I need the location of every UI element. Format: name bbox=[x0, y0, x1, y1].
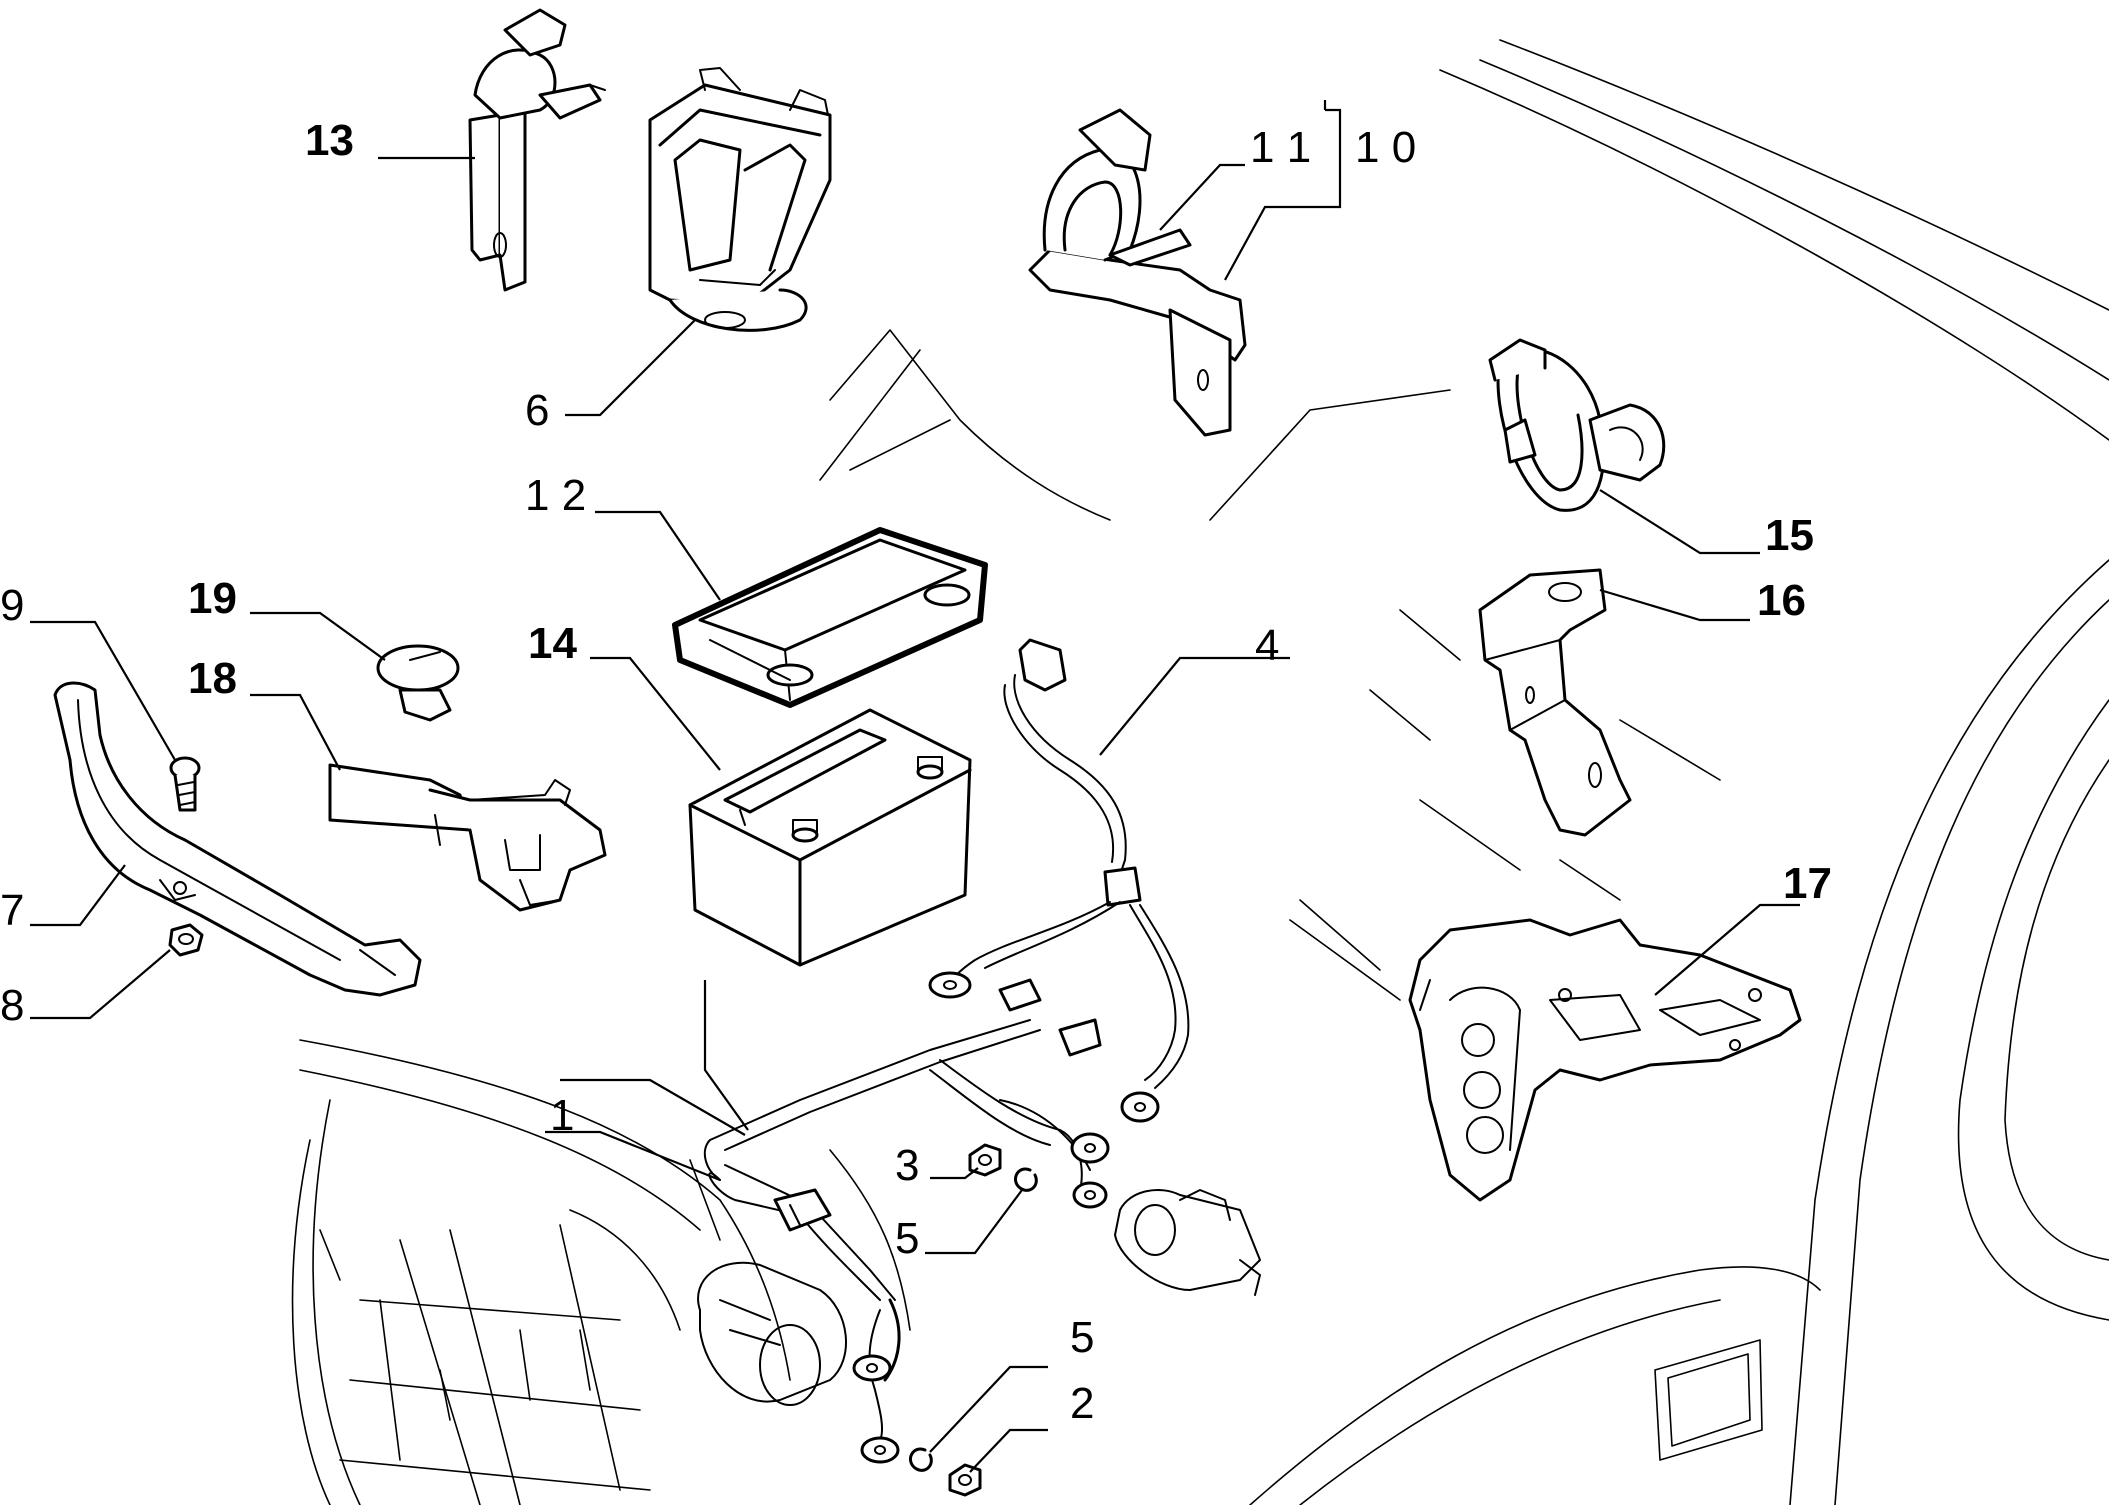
starter-motor bbox=[697, 1261, 847, 1406]
callout-14: 14 bbox=[528, 619, 577, 668]
callout-9: 9 bbox=[0, 581, 24, 630]
leader-15 bbox=[1599, 489, 1760, 555]
leader-10-bracket bbox=[1224, 108, 1342, 281]
leader-12 bbox=[595, 510, 721, 601]
part-8-nut bbox=[168, 923, 204, 957]
part-15-cable-clip bbox=[1488, 338, 1666, 512]
callout-8: 8 bbox=[0, 981, 24, 1030]
part-18-support-tray bbox=[328, 763, 607, 912]
part-16-bent-bracket bbox=[1478, 568, 1632, 837]
solenoid bbox=[1114, 1189, 1261, 1296]
leader-7 bbox=[30, 864, 126, 927]
part-13-clip-bracket bbox=[468, 8, 606, 292]
part-19-terminal-cap bbox=[376, 644, 460, 722]
part-2-nut bbox=[948, 1463, 982, 1497]
callout-5-upper: 5 bbox=[895, 1214, 919, 1263]
leader-1-vertical bbox=[703, 980, 749, 1131]
leader-9 bbox=[30, 620, 176, 761]
leader-18 bbox=[250, 693, 341, 771]
part-9-bolt bbox=[169, 756, 201, 812]
part-17-junction-box bbox=[1408, 918, 1802, 1202]
callout-2: 2 bbox=[1070, 1379, 1094, 1428]
callout-11: 1 1 bbox=[1250, 123, 1311, 172]
leader-6 bbox=[565, 319, 696, 417]
leader-5-lower bbox=[929, 1365, 1048, 1453]
callout-6: 6 bbox=[525, 386, 549, 435]
part-12-battery-cover bbox=[672, 527, 988, 708]
callout-1: 1 bbox=[550, 1091, 574, 1140]
leader-17 bbox=[1654, 903, 1800, 996]
callout-5-lower: 5 bbox=[1070, 1313, 1094, 1362]
leader-1 bbox=[545, 1130, 721, 1182]
vehicle-body-outline bbox=[291, 39, 2109, 1505]
part-14-battery bbox=[688, 708, 972, 967]
part-6-battery-clamp bbox=[648, 67, 832, 332]
callout-16: 16 bbox=[1757, 576, 1806, 625]
part-4-battery-cable bbox=[928, 638, 1190, 1123]
callout-13: 13 bbox=[305, 116, 354, 165]
part-5-washer-upper bbox=[1014, 1167, 1038, 1192]
leader-3 bbox=[930, 1167, 979, 1180]
callout-10: 1 0 bbox=[1355, 123, 1416, 172]
part-5-washer-lower bbox=[909, 1447, 933, 1472]
part-10-11-bracket-with-clip bbox=[1028, 108, 1247, 437]
leader-lines bbox=[30, 100, 1800, 1473]
leader-11 bbox=[1159, 163, 1245, 231]
callout-12: 1 2 bbox=[525, 471, 586, 520]
leader-2 bbox=[969, 1428, 1048, 1473]
leader-8 bbox=[30, 949, 171, 1020]
leader-16 bbox=[1599, 588, 1750, 622]
callout-19: 19 bbox=[188, 574, 237, 623]
callout-labels: 13 6 1 1 1 0 1 2 19 18 14 9 7 8 4 15 16 … bbox=[0, 116, 1832, 1428]
leader-1-upper bbox=[560, 1078, 746, 1136]
callout-17: 17 bbox=[1783, 859, 1832, 908]
callout-18: 18 bbox=[188, 654, 237, 703]
callout-7: 7 bbox=[0, 886, 24, 935]
leader-14 bbox=[590, 656, 721, 771]
part-7-support-rail bbox=[53, 681, 422, 997]
callout-15: 15 bbox=[1765, 511, 1814, 560]
part-1-wiring-harness bbox=[703, 978, 1110, 1464]
callout-3: 3 bbox=[895, 1141, 919, 1190]
leader-5-upper bbox=[925, 1189, 1023, 1255]
callout-4: 4 bbox=[1255, 621, 1279, 670]
leader-19 bbox=[250, 611, 386, 661]
leader-4 bbox=[1099, 656, 1290, 756]
